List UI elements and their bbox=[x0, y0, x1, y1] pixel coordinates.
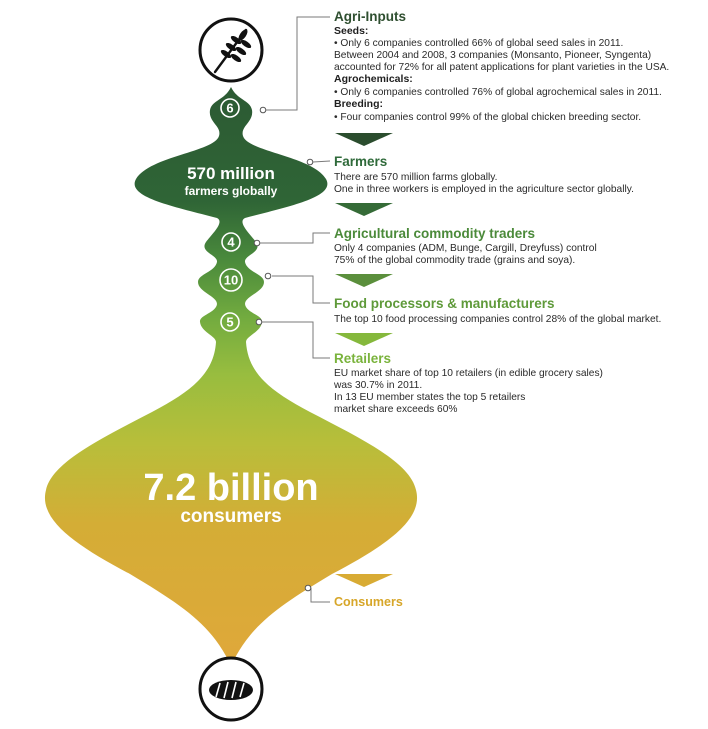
retailers-line-2: was 30.7% in 2011. bbox=[333, 380, 422, 391]
retailers-count-badge: 5 bbox=[220, 312, 240, 332]
processors-count-badge: 10 bbox=[219, 268, 243, 292]
retailers-line-1: EU market share of top 10 retailers (in … bbox=[334, 368, 603, 379]
agri-count-badge: 6 bbox=[220, 98, 240, 118]
connector-dots bbox=[253, 106, 314, 592]
agri-inputs-section: Agri-Inputs Seeds: • Only 6 companies co… bbox=[334, 9, 669, 123]
breeding-heading: Breeding: bbox=[334, 98, 383, 110]
traders-section: Agricultural commodity traders Only 4 co… bbox=[334, 226, 597, 266]
consumers-big-label: 7.2 billion bbox=[143, 467, 318, 509]
connector-lines bbox=[259, 16, 331, 603]
traders-line-2: 75% of the global commodity trade (grain… bbox=[334, 255, 575, 266]
breeding-line: • Four companies control 99% of the glob… bbox=[334, 112, 641, 123]
arrow-farmers-traders bbox=[335, 203, 393, 216]
retailers-section: Retailers EU market share of top 10 reta… bbox=[333, 351, 603, 415]
seeds-heading: Seeds: bbox=[334, 25, 368, 37]
traders-line-1: Only 4 companies (ADM, Bunge, Cargill, D… bbox=[334, 243, 597, 254]
seeds-line-1: • Only 6 companies controlled 66% of glo… bbox=[334, 38, 623, 49]
seeds-line-2: Between 2004 and 2008, 3 companies (Mons… bbox=[334, 50, 651, 61]
farmers-section: Farmers There are 570 million farms glob… bbox=[334, 154, 634, 195]
consumers-small-label: consumers bbox=[180, 506, 281, 527]
agri-count: 6 bbox=[226, 101, 233, 116]
agrochemicals-line: • Only 6 companies controlled 76% of glo… bbox=[334, 87, 662, 98]
supply-chain-funnel bbox=[44, 87, 418, 662]
farmers-line-1: There are 570 million farms globally. bbox=[334, 172, 497, 183]
arrow-traders-processors bbox=[335, 274, 393, 287]
retailers-line-3: In 13 EU member states the top 5 retaile… bbox=[334, 392, 525, 403]
traders-count-badge: 4 bbox=[221, 232, 241, 252]
farmers-line-2: One in three workers is employed in the … bbox=[334, 184, 634, 195]
farmers-title: Farmers bbox=[334, 154, 387, 169]
processors-count: 10 bbox=[224, 273, 238, 288]
processors-line-1: The top 10 food processing companies con… bbox=[334, 314, 661, 325]
processors-title: Food processors & manufacturers bbox=[334, 296, 555, 311]
agrochemicals-heading: Agrochemicals: bbox=[334, 73, 413, 85]
wheat-icon bbox=[198, 17, 264, 83]
traders-title: Agricultural commodity traders bbox=[334, 226, 535, 241]
consumers-title: Consumers bbox=[334, 595, 403, 609]
seeds-line-3: accounted for 72% for all patent applica… bbox=[334, 62, 669, 73]
farmers-big-label: 570 million bbox=[187, 164, 275, 183]
retailers-line-4: market share exceeds 60% bbox=[334, 404, 457, 415]
arrow-retailers-consumers bbox=[335, 574, 393, 587]
farmers-small-label: farmers globally bbox=[185, 184, 278, 198]
agri-inputs-title: Agri-Inputs bbox=[334, 9, 406, 24]
traders-count: 4 bbox=[227, 235, 235, 250]
bread-icon bbox=[198, 656, 264, 722]
arrow-agri-farmers bbox=[335, 133, 393, 146]
retailers-title: Retailers bbox=[334, 351, 391, 366]
retailers-count: 5 bbox=[226, 315, 233, 330]
processors-section: Food processors & manufacturers The top … bbox=[334, 296, 661, 325]
arrow-processors-retailers bbox=[335, 333, 393, 346]
